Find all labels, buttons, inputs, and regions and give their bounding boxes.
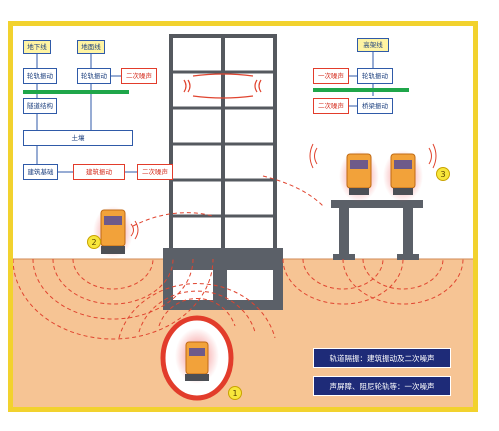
secondary-noise-ground: 二次噪声 bbox=[121, 68, 157, 84]
marker-2: 2 bbox=[87, 235, 101, 249]
wheel-rail-vibration-ground: 轮轨振动 bbox=[77, 68, 111, 84]
tunnel-structure-box: 隧道结构 bbox=[23, 98, 57, 114]
train-elevated-right bbox=[383, 150, 423, 202]
secondary-noise-elevated: 二次噪声 bbox=[313, 98, 349, 114]
building-vibration-box: 建筑振动 bbox=[73, 164, 125, 180]
secondary-noise-building: 二次噪声 bbox=[137, 164, 173, 180]
right-green-bar bbox=[313, 88, 409, 92]
diagram-frame: 地下线 地面线 轮轨振动 轮轨振动 二次噪声 隧道结构 土壤 建筑基础 建筑振动… bbox=[8, 21, 478, 412]
building-vibration-marks bbox=[183, 73, 262, 99]
wheel-rail-vibration-subway: 轮轨振动 bbox=[23, 68, 57, 84]
building-foundation-box: 建筑基础 bbox=[23, 164, 58, 180]
train-elevated-left bbox=[339, 150, 379, 202]
left-green-bar bbox=[23, 90, 129, 94]
right-flow-arrows bbox=[349, 52, 374, 107]
marker-1: 1 bbox=[228, 386, 242, 400]
vibration-arcs bbox=[130, 143, 437, 240]
bridge-vibration-box: 桥梁振动 bbox=[357, 98, 393, 114]
ground-line-label: 地面线 bbox=[77, 40, 105, 54]
diagram-graphics bbox=[13, 34, 473, 407]
note-sound-barrier: 声屏障、阻尼轮轨等：一次噪声 bbox=[313, 376, 451, 396]
train-ground bbox=[93, 206, 133, 258]
subway-line-label: 地下线 bbox=[23, 40, 51, 54]
soil-box: 土壤 bbox=[23, 130, 133, 146]
soil-vibration-waves bbox=[13, 175, 464, 340]
subway-tunnel bbox=[160, 315, 234, 401]
elevated-line-label: 高架线 bbox=[357, 38, 389, 52]
diagram-canvas: 地下线 地面线 轮轨振动 轮轨振动 二次噪声 隧道结构 土壤 建筑基础 建筑振动… bbox=[13, 26, 473, 407]
elevated-bridge bbox=[331, 200, 423, 260]
marker-3: 3 bbox=[436, 167, 450, 181]
building bbox=[163, 34, 283, 310]
wheel-rail-vibration-elevated: 轮轨振动 bbox=[357, 68, 393, 84]
primary-noise-elevated: 一次噪声 bbox=[313, 68, 349, 84]
note-track-isolation: 轨道隔振：建筑振动及二次噪声 bbox=[313, 348, 451, 368]
